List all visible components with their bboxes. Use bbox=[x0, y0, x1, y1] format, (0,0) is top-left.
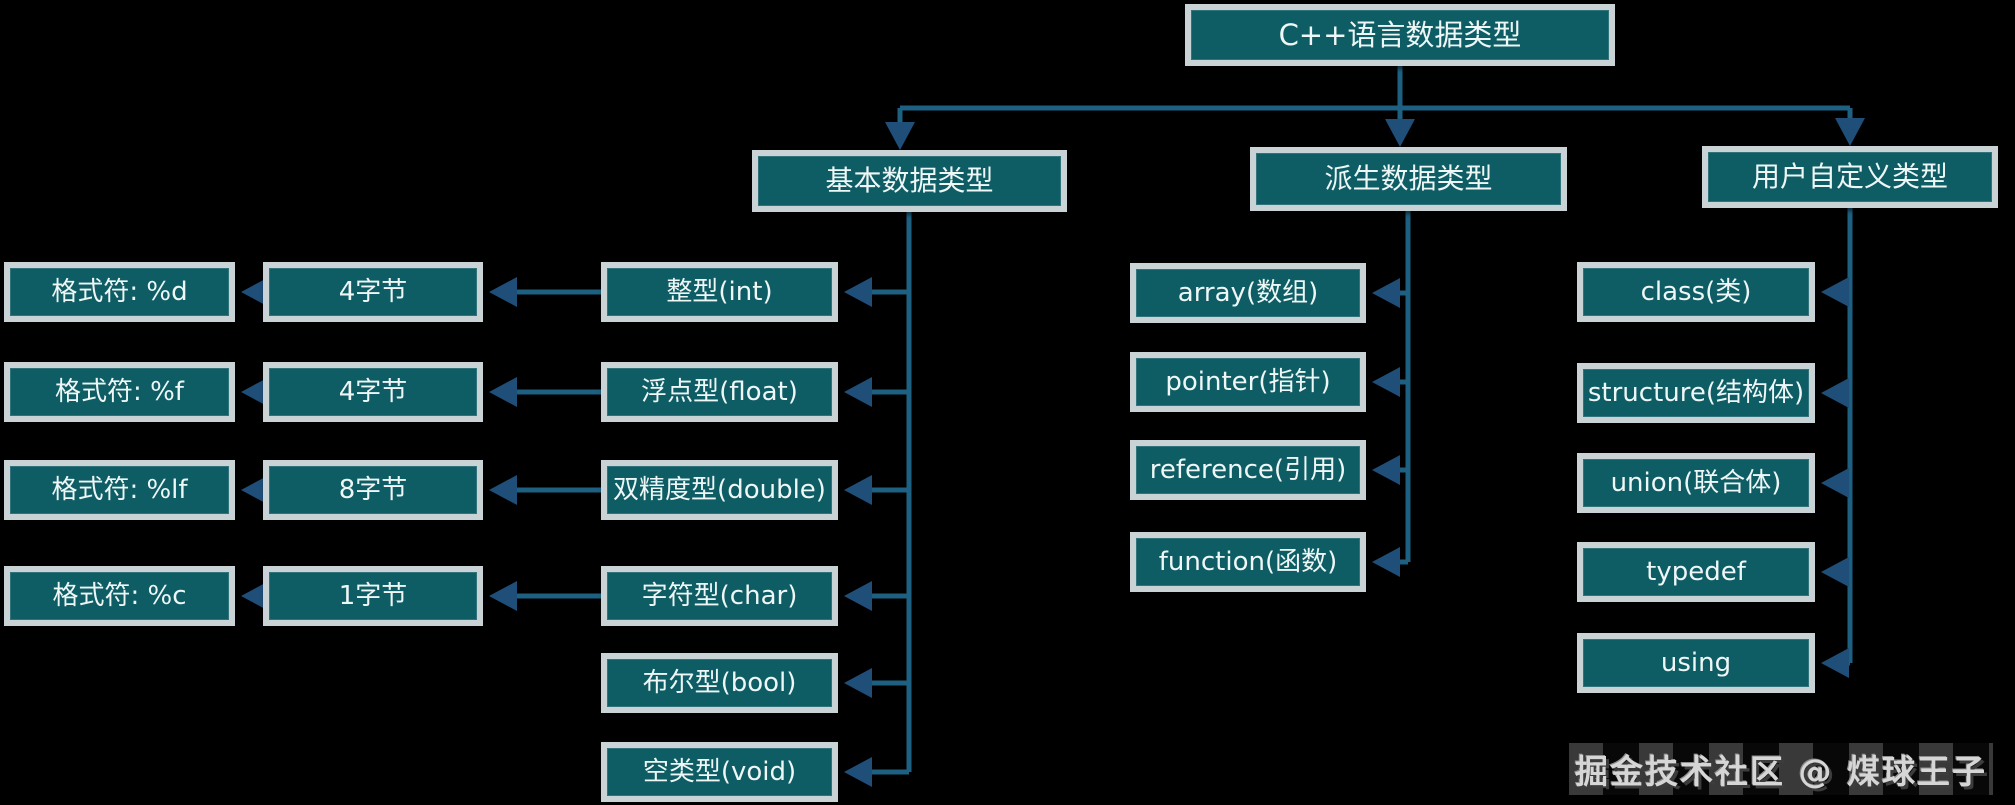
node-double-bytes: 8字节 bbox=[263, 460, 483, 520]
node-int: 整型(int) bbox=[601, 262, 838, 322]
node-function: function(函数) bbox=[1130, 532, 1366, 592]
node-float: 浮点型(float) bbox=[601, 362, 838, 422]
node-using: using bbox=[1577, 633, 1815, 693]
node-typedef: typedef bbox=[1577, 542, 1815, 602]
node-int-format: 格式符: %d bbox=[4, 262, 235, 322]
node-float-bytes: 4字节 bbox=[263, 362, 483, 422]
branch-basic-node: 基本数据类型 bbox=[752, 150, 1067, 212]
root-node: C++语言数据类型 bbox=[1185, 4, 1615, 66]
node-char: 字符型(char) bbox=[601, 566, 838, 626]
node-reference: reference(引用) bbox=[1130, 440, 1366, 500]
node-double: 双精度型(double) bbox=[601, 460, 838, 520]
node-structure: structure(结构体) bbox=[1577, 363, 1815, 423]
branch-derived-node: 派生数据类型 bbox=[1250, 147, 1567, 211]
watermark: 掘金技术社区 @ 煤球王子 bbox=[1569, 743, 1993, 795]
node-char-format: 格式符: %c bbox=[4, 566, 235, 626]
node-union: union(联合体) bbox=[1577, 453, 1815, 513]
node-array: array(数组) bbox=[1130, 263, 1366, 323]
branch-user-node: 用户自定义类型 bbox=[1702, 146, 1998, 208]
node-class: class(类) bbox=[1577, 262, 1815, 322]
node-float-format: 格式符: %f bbox=[4, 362, 235, 422]
node-double-format: 格式符: %lf bbox=[4, 460, 235, 520]
node-void: 空类型(void) bbox=[601, 742, 838, 802]
node-pointer: pointer(指针) bbox=[1130, 352, 1366, 412]
node-char-bytes: 1字节 bbox=[263, 566, 483, 626]
node-int-bytes: 4字节 bbox=[263, 262, 483, 322]
node-bool: 布尔型(bool) bbox=[601, 653, 838, 713]
